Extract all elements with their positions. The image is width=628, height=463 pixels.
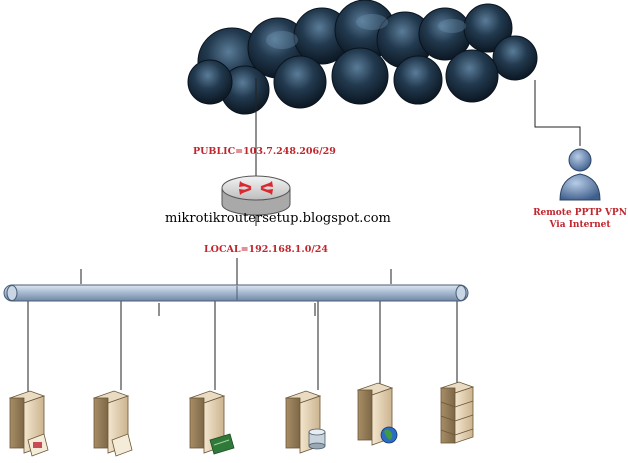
database-server-icon: [284, 390, 326, 454]
remote-vpn-label-line2: Via Internet: [548, 220, 611, 230]
local-subnet-label: LOCAL=192.168.1.0/24: [204, 244, 328, 255]
network-bus: [3, 284, 469, 302]
file-server-icon: [92, 390, 133, 457]
remote-vpn-label-line1: Remote PPTP VPN: [533, 208, 627, 218]
watermark-label: mikrotikroutersetup.blogspot.com: [165, 211, 391, 226]
remote-user-icon: [559, 148, 601, 201]
network-card-server-icon: [188, 390, 235, 455]
connection-lines: [27, 78, 581, 393]
web-server-icon: [356, 382, 398, 446]
print-server-icon: [8, 390, 49, 457]
server-rack-icon: [439, 381, 475, 444]
public-ip-label: PUBLIC=103.7.248.206/29: [193, 146, 336, 157]
storm-cloud-icon: [187, 0, 538, 115]
router-icon: [221, 175, 291, 216]
